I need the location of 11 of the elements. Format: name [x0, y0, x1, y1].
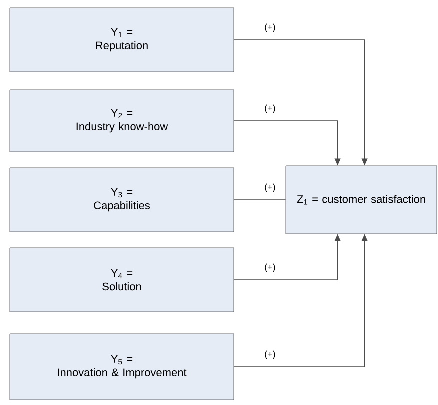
edge-label: (+): [264, 350, 277, 360]
outcome-box: Z$_{1}$ = customer satisfaction: [286, 166, 438, 234]
edge-label: (+): [264, 262, 277, 274]
concept-box: Y$_{2}$ = Industry know-how: [10, 90, 234, 152]
edge-label: (+): [264, 104, 277, 114]
concept-box: Y$_{5}$ = Innovation & Improvement: [10, 334, 234, 400]
edge-label: (+): [264, 182, 277, 194]
concept-box: Y$_{1}$ = Reputation: [10, 8, 234, 72]
concept-box: Y$_{3}$ = Capabilities: [10, 168, 234, 232]
concept-box: Y$_{4}$ = Solution: [10, 248, 234, 312]
edge-label: (+): [264, 22, 277, 34]
